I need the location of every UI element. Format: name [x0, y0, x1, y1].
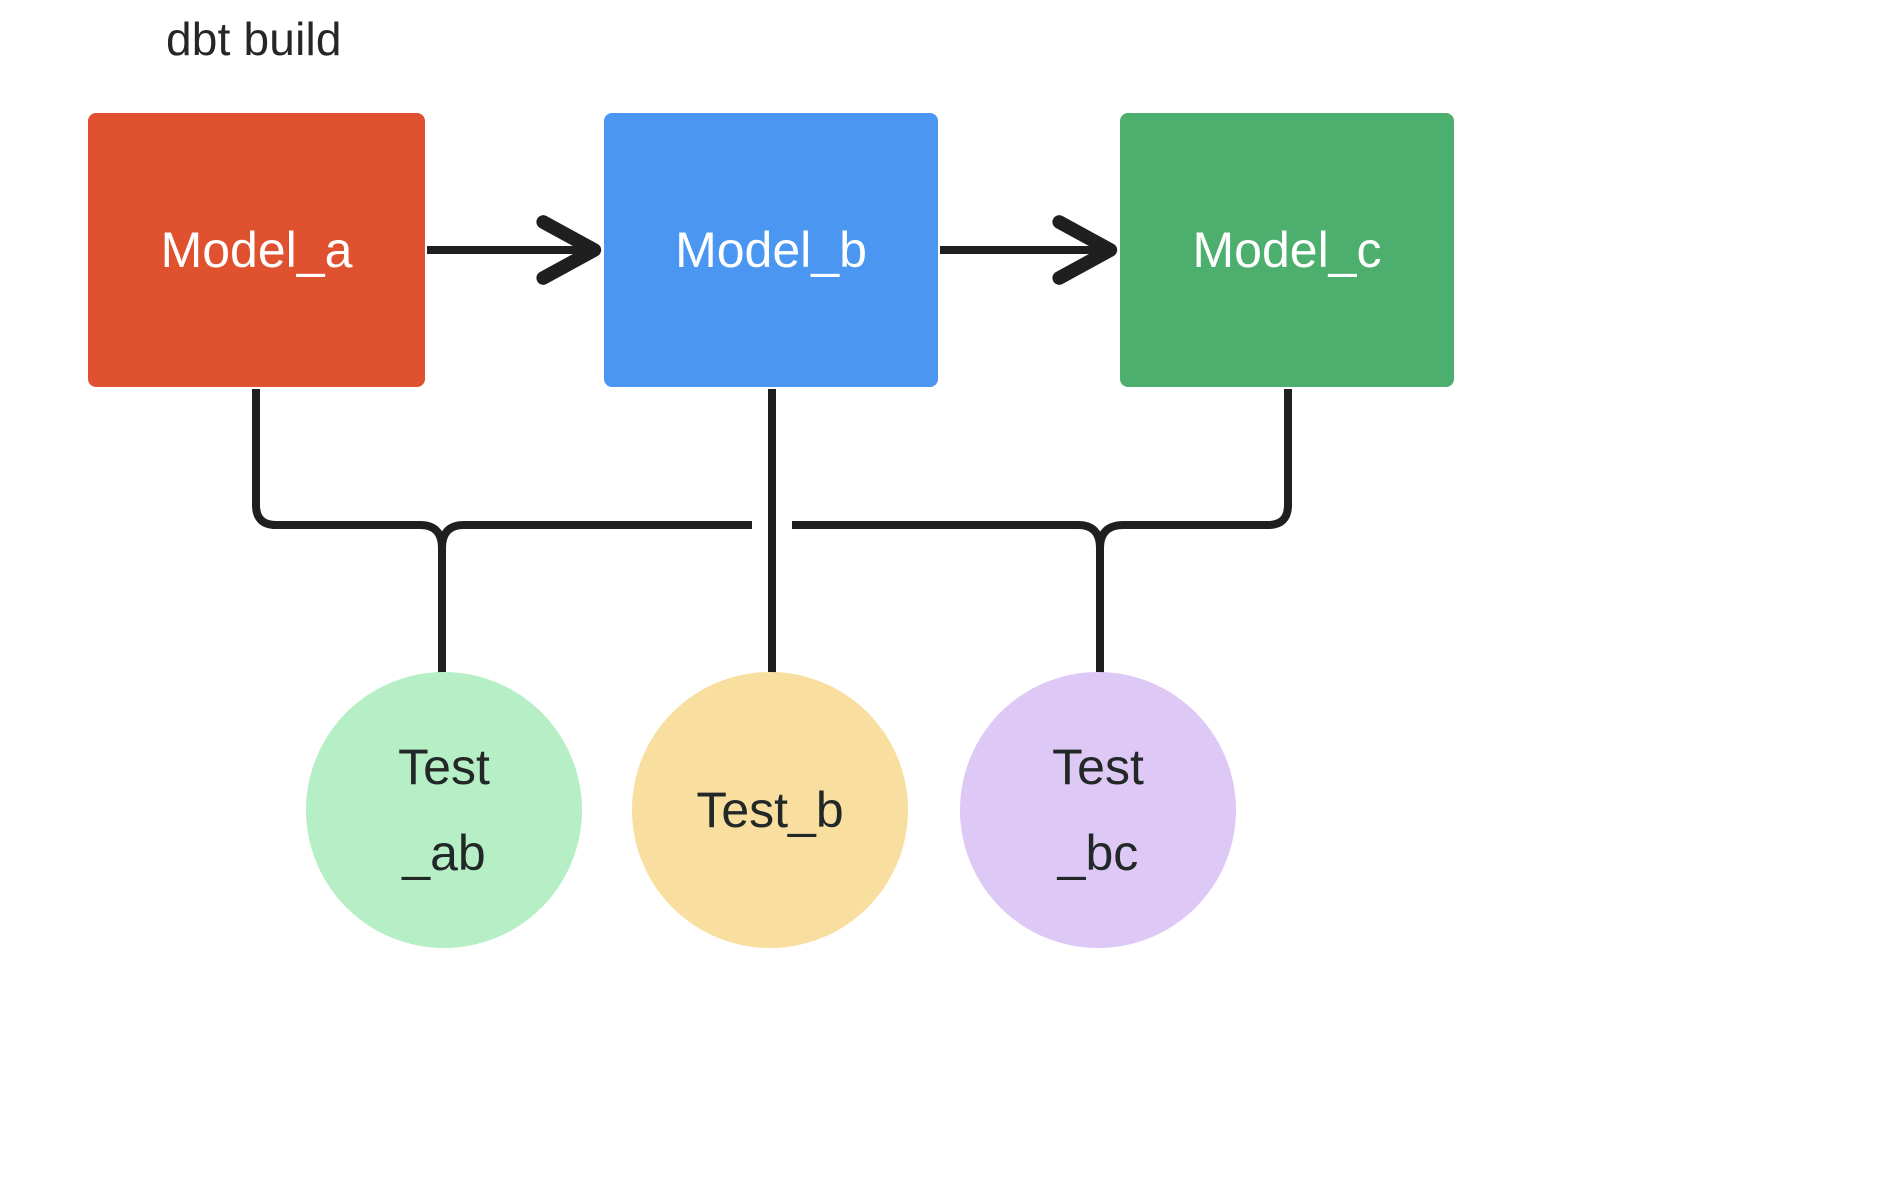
- edge-drop-test-ab-join: [438, 521, 465, 549]
- node-test-ab-label: Test _ab: [398, 739, 490, 881]
- node-model-b-label: Model_b: [675, 221, 867, 278]
- node-test-b-label: Test_b: [696, 782, 844, 838]
- edge-model-a-bus: [252, 389, 420, 529]
- node-model-c[interactable]: Model_c: [1120, 113, 1454, 387]
- node-model-a-label: Model_a: [160, 221, 353, 278]
- node-test-ab[interactable]: Test _ab: [306, 672, 582, 948]
- node-test-bc-label: Test _bc: [1052, 739, 1144, 881]
- edge-model-c-bus: [1124, 389, 1292, 529]
- node-model-b[interactable]: Model_b: [604, 113, 938, 387]
- edge-drop-test-bc-join: [1077, 521, 1104, 549]
- node-model-a[interactable]: Model_a: [88, 113, 425, 387]
- page-title: dbt build: [166, 13, 342, 65]
- node-test-bc[interactable]: Test _bc: [960, 672, 1236, 948]
- node-model-c-label: Model_c: [1192, 221, 1382, 278]
- node-test-b[interactable]: Test_b: [632, 672, 908, 948]
